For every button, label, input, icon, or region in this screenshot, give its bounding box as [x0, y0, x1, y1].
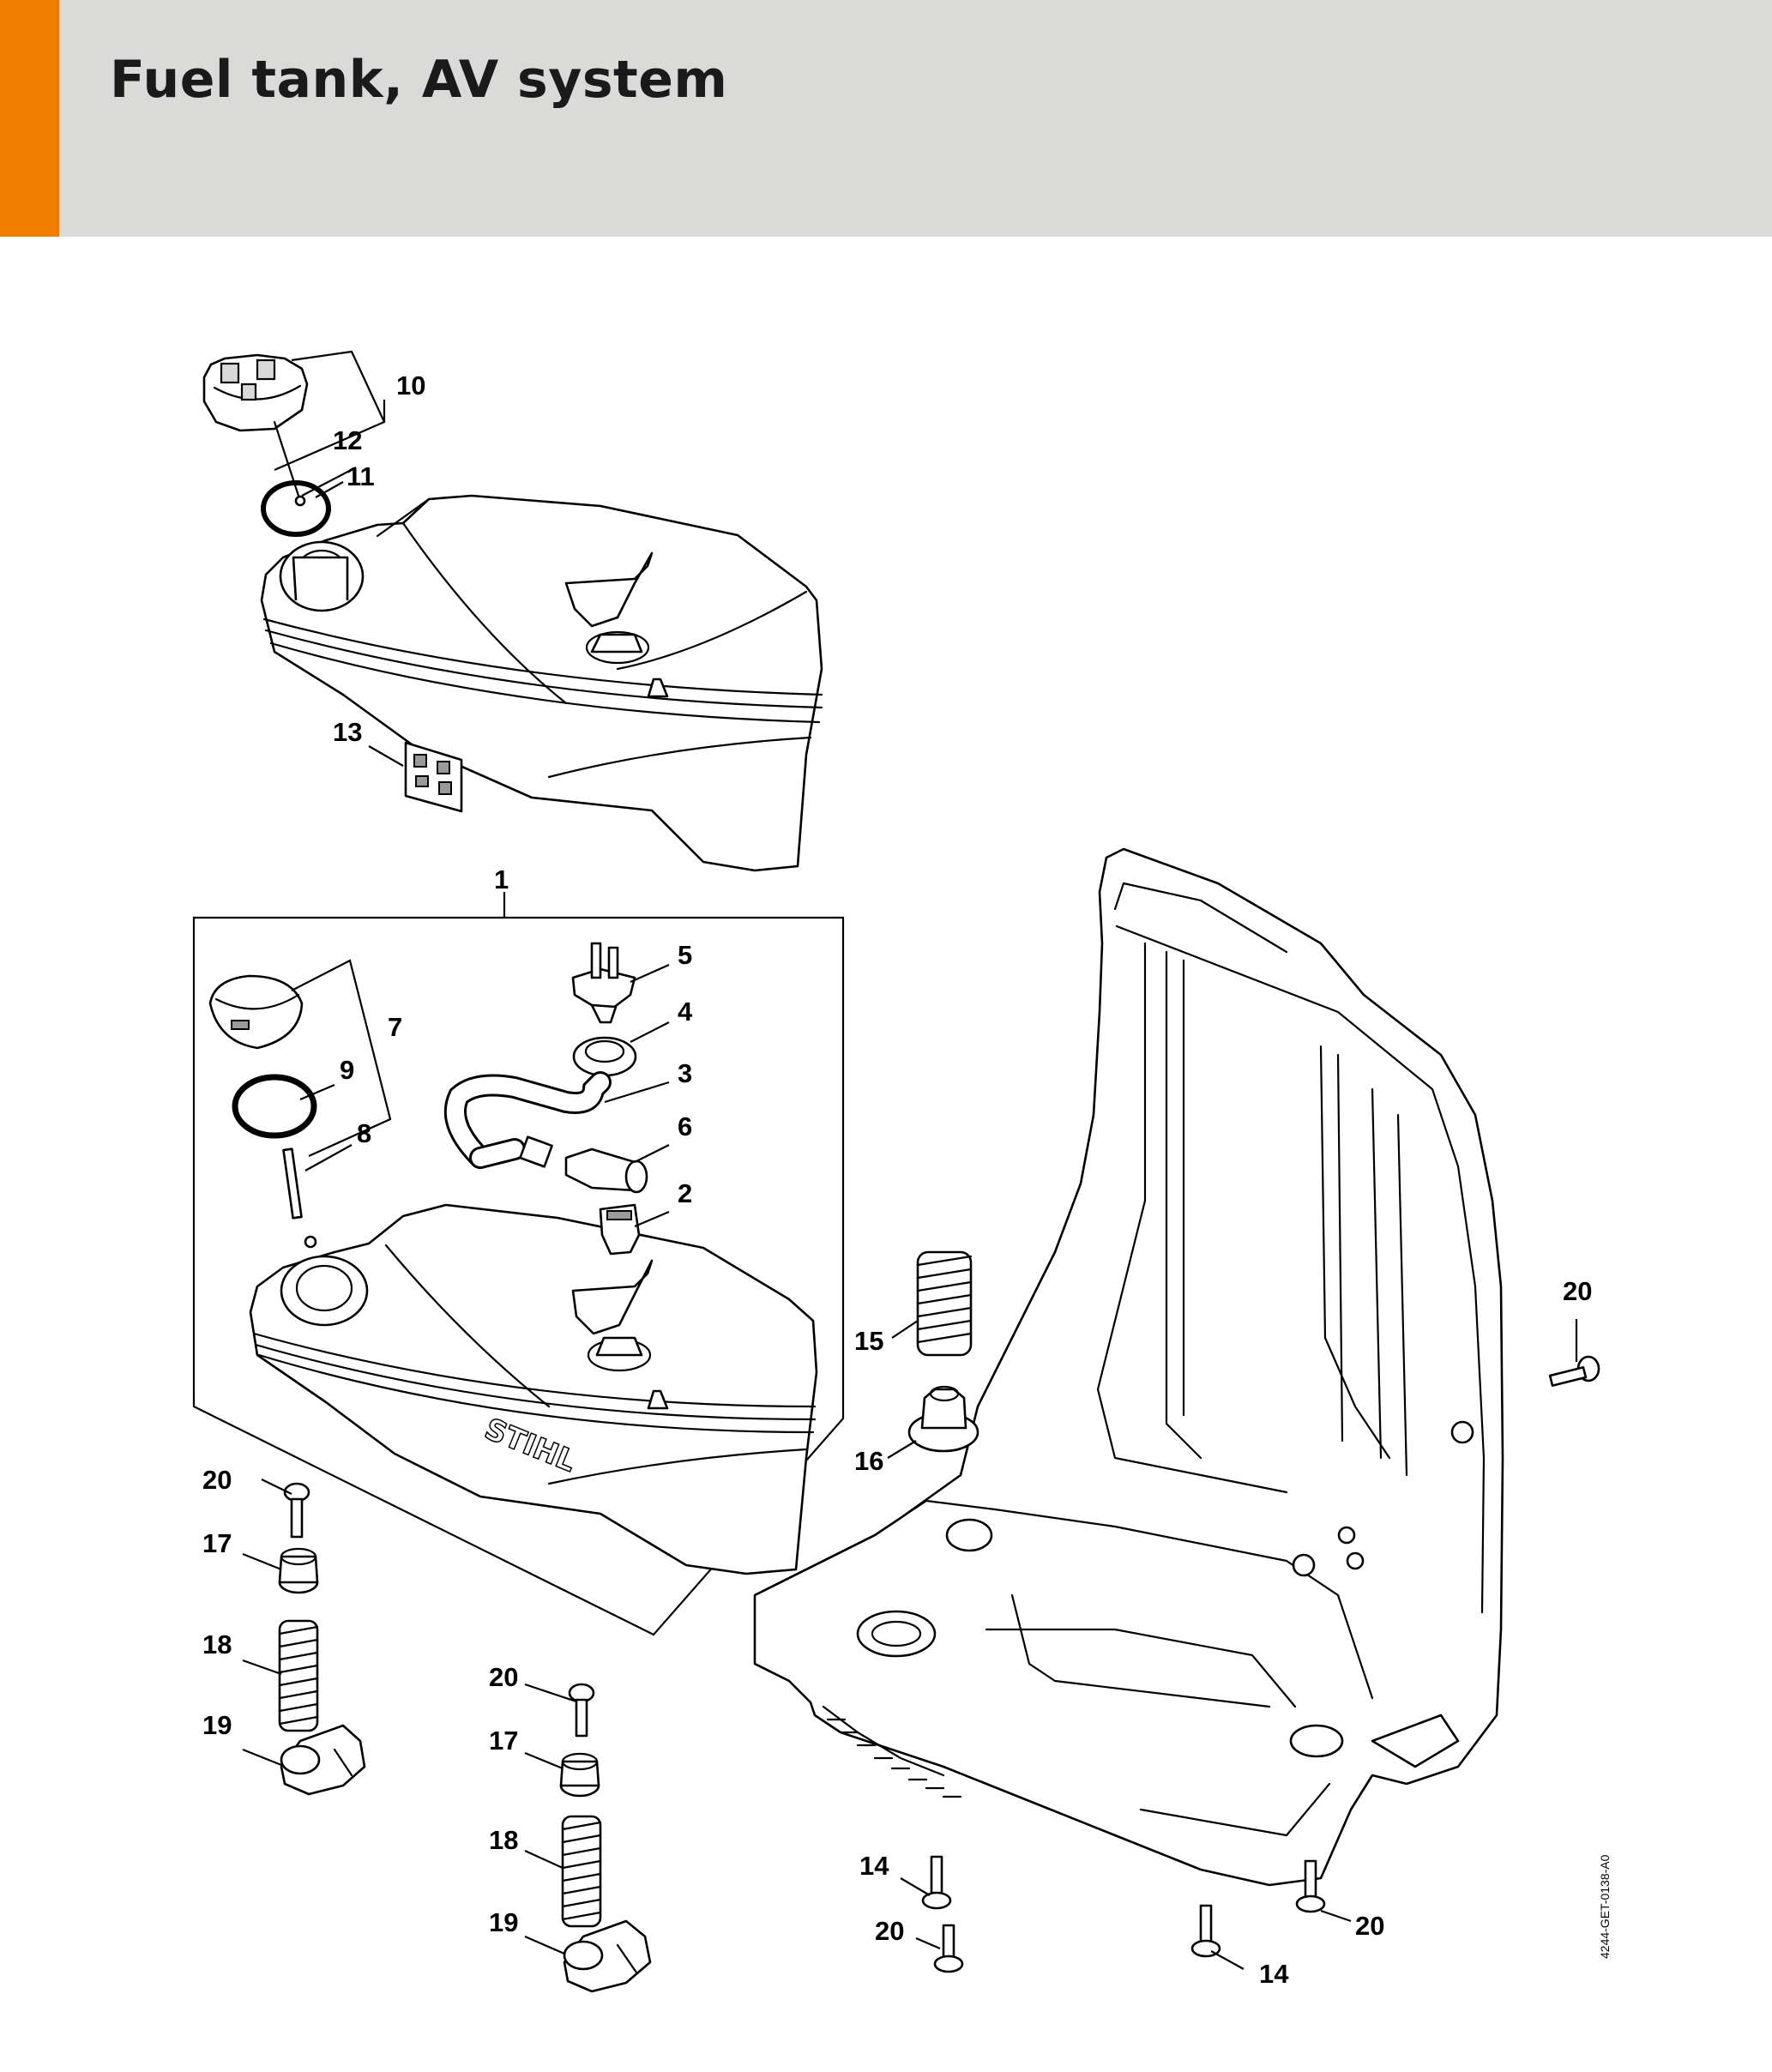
callout-13: 13	[333, 717, 362, 747]
fuel-tank-icon	[260, 494, 823, 872]
callout-17-left: 17	[202, 1528, 232, 1558]
callout-17-middle: 17	[489, 1726, 518, 1756]
callout-9: 9	[340, 1055, 354, 1085]
drawing-code: 4244-GET-0138-A0	[1598, 1854, 1612, 1959]
screw-icon	[1548, 1355, 1600, 1387]
vent-tube-icon	[282, 1147, 317, 1249]
callout-6: 6	[678, 1111, 692, 1141]
annular-buffer-icon	[278, 1547, 319, 1594]
callout-3: 3	[678, 1058, 692, 1088]
valve-icon	[571, 942, 636, 1024]
callout-18-middle: 18	[489, 1825, 518, 1855]
callout-19-left: 19	[202, 1710, 232, 1740]
callout-1: 1	[494, 864, 509, 894]
spring-icon	[561, 1815, 602, 1928]
warning-label-icon	[404, 741, 463, 813]
damping-element-icon	[563, 1919, 652, 1993]
screw-icon	[283, 1482, 310, 1539]
callout-8: 8	[357, 1118, 371, 1148]
screw-icon	[933, 1924, 964, 1973]
grommet-icon	[572, 1036, 637, 1077]
pickup-body-icon	[599, 1203, 641, 1256]
callout-20-bottom-left: 20	[875, 1916, 904, 1946]
header-bar: Fuel tank, AV system	[0, 0, 1772, 237]
callout-18-left: 18	[202, 1629, 232, 1659]
leader-lines	[242, 350, 1578, 1970]
callout-10: 10	[396, 370, 425, 401]
callout-16: 16	[854, 1446, 883, 1476]
callout-15: 15	[854, 1326, 883, 1356]
callout-19-middle: 19	[489, 1907, 518, 1937]
callout-20-right: 20	[1563, 1276, 1592, 1306]
o-ring-icon	[261, 480, 331, 537]
callout-20-left: 20	[202, 1465, 232, 1495]
annular-buffer-icon	[907, 1385, 979, 1453]
fuel-hose-icon	[443, 1071, 612, 1169]
callout-5: 5	[678, 940, 692, 970]
callout-14-right: 14	[1259, 1959, 1289, 1989]
backplate-frame-icon	[753, 847, 1504, 1887]
callout-12: 12	[333, 425, 362, 455]
annular-buffer-icon	[559, 1752, 600, 1798]
callout-20-middle: 20	[489, 1662, 518, 1692]
screw-icon	[1190, 1904, 1221, 1958]
fuel-cap-icon	[208, 974, 304, 1050]
page-title: Fuel tank, AV system	[110, 50, 728, 110]
screw-icon	[1295, 1859, 1326, 1913]
callout-4: 4	[678, 997, 693, 1027]
header-accent-stripe	[0, 0, 59, 237]
callout-20-bottom-right: 20	[1355, 1911, 1384, 1941]
spring-icon	[278, 1619, 319, 1732]
callout-14-left: 14	[859, 1851, 889, 1881]
o-ring-icon	[232, 1074, 317, 1139]
screw-icon	[921, 1855, 952, 1910]
fuel-tank-icon: STIHL	[249, 1203, 818, 1575]
damping-element-icon	[280, 1724, 366, 1796]
callout-11: 11	[347, 461, 375, 491]
fuel-cap-icon	[202, 353, 309, 507]
callouts: 10 12 11 13 1 5 4 3 6 2 7 9 8 15 16 20 2…	[202, 370, 1612, 1989]
callout-2: 2	[678, 1178, 692, 1208]
fuel-filter-icon	[519, 1135, 648, 1194]
spring-icon	[916, 1250, 973, 1357]
callout-7: 7	[388, 1012, 402, 1042]
screw-icon	[568, 1683, 595, 1738]
